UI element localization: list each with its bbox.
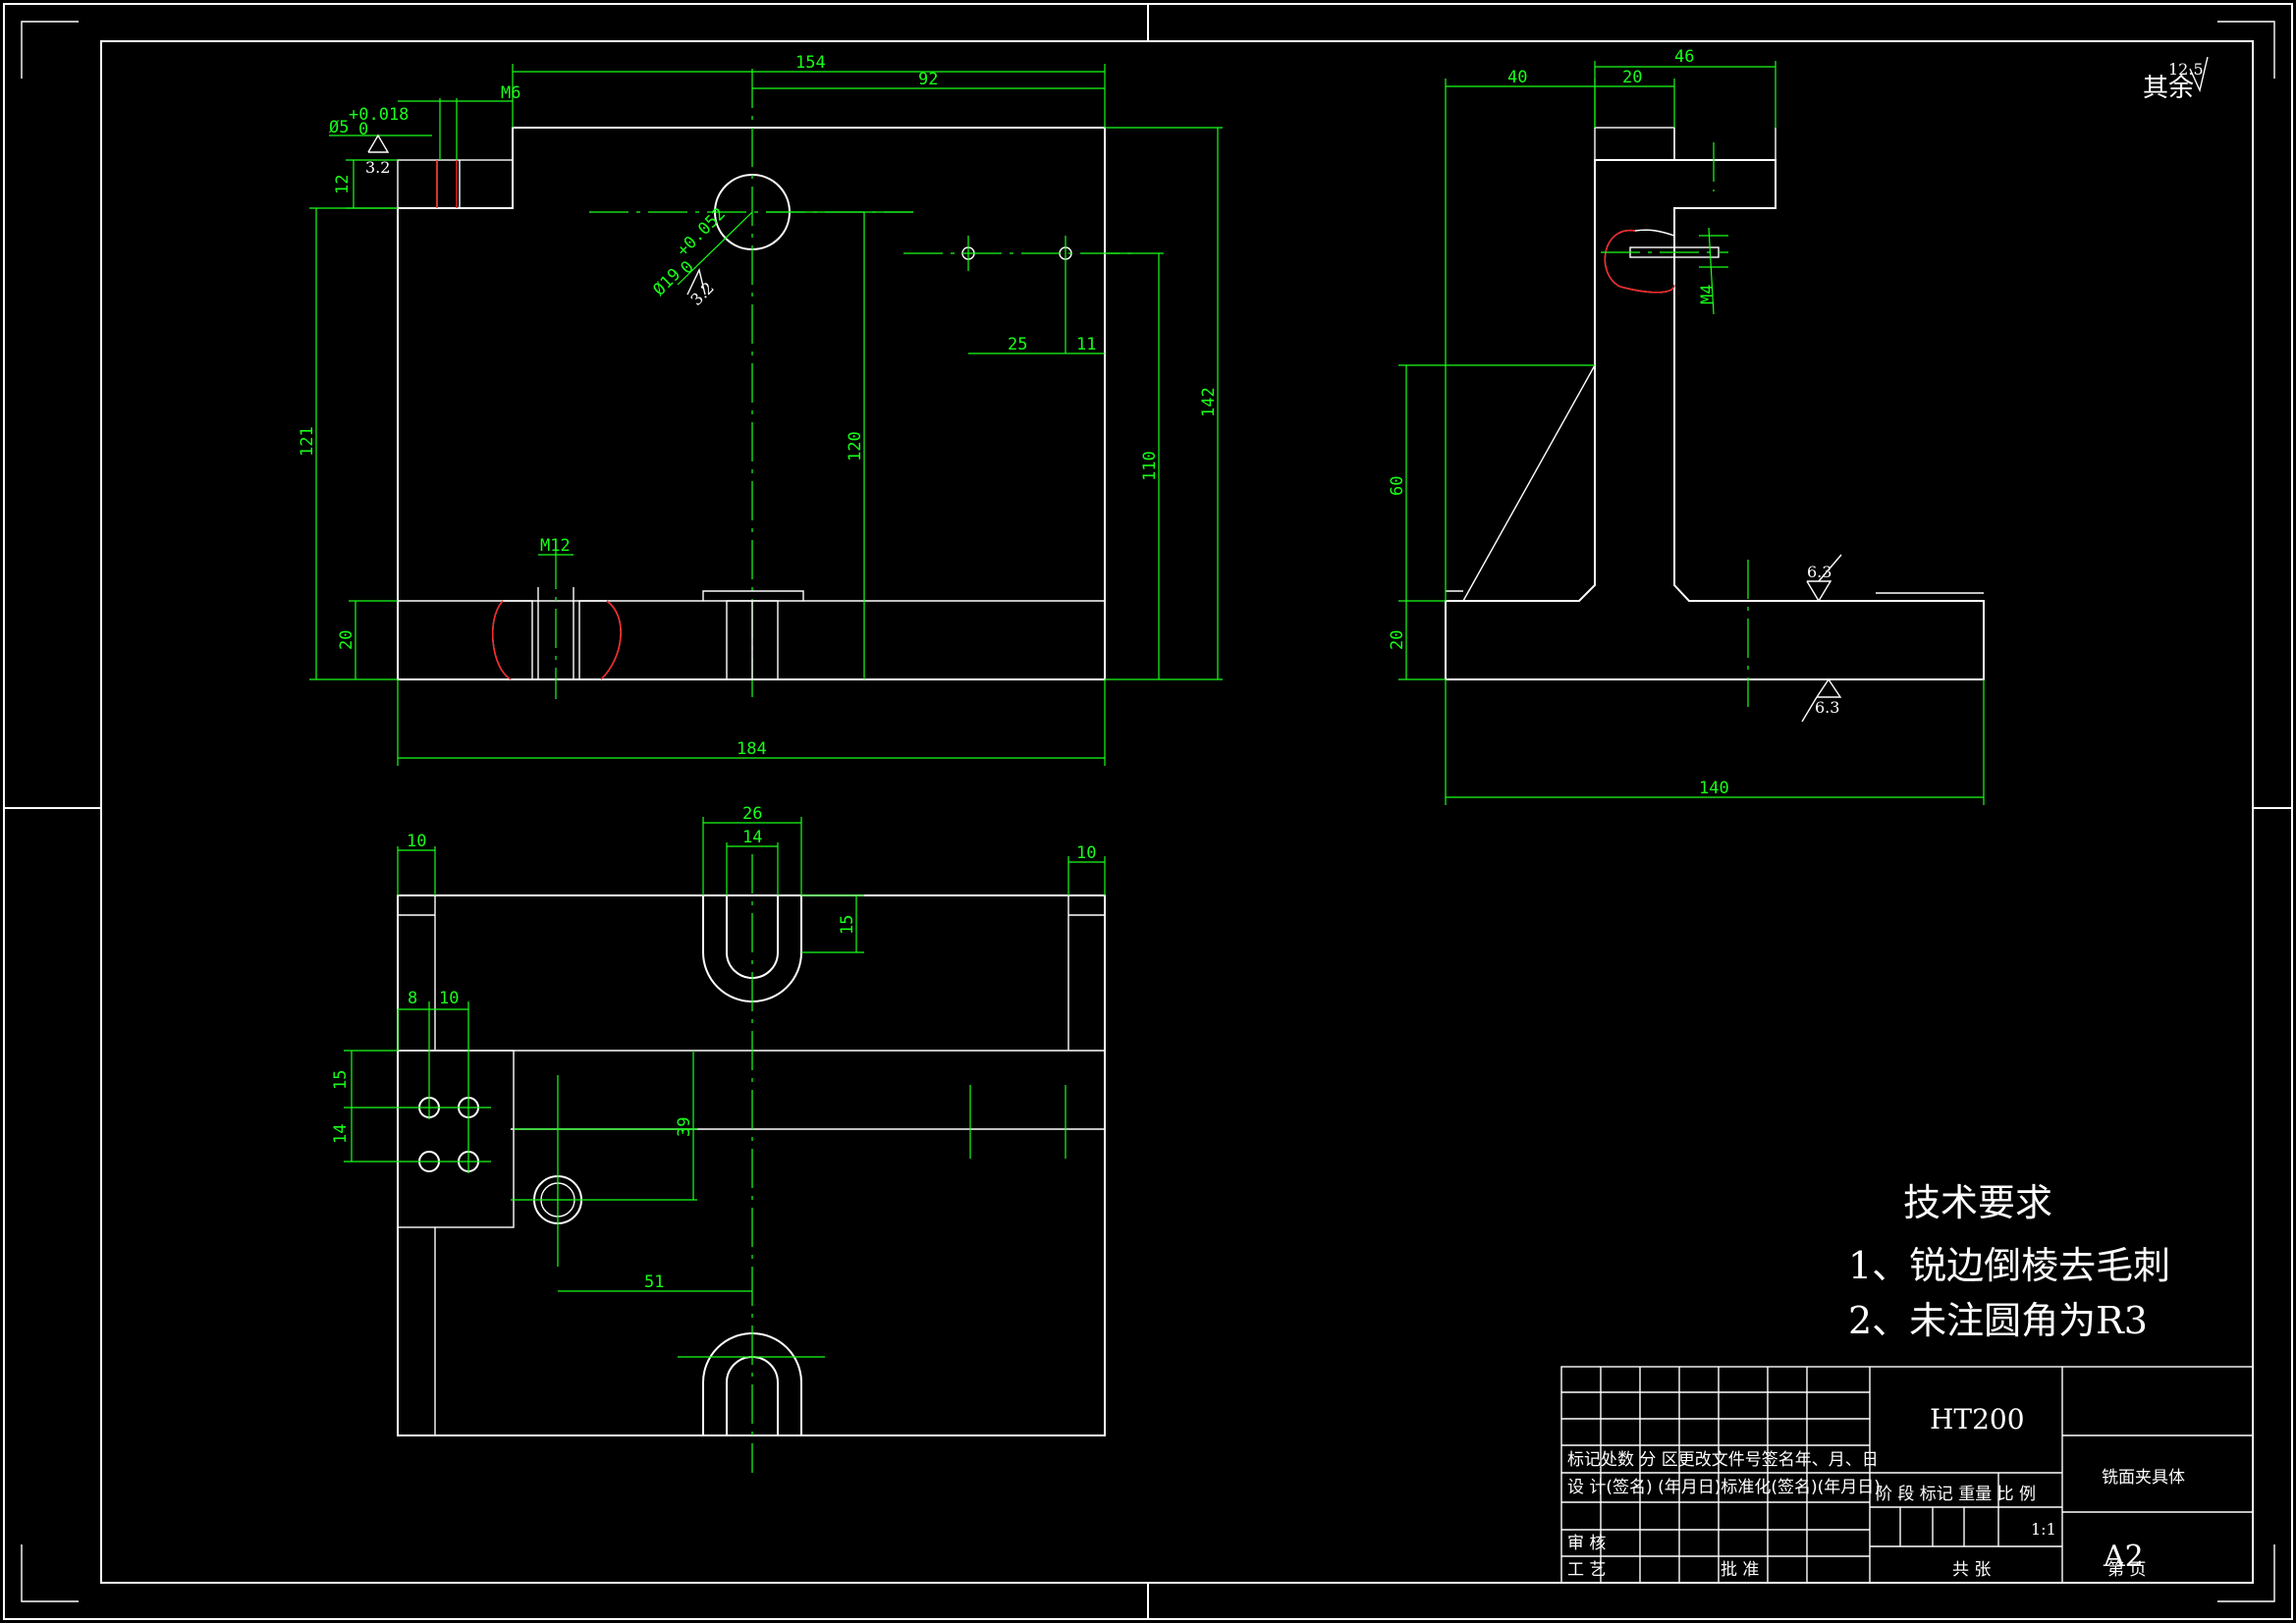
svg-text:0: 0 <box>358 120 368 139</box>
material-value: HT200 <box>1930 1403 2025 1435</box>
svg-text:154: 154 <box>795 53 826 73</box>
svg-text:10: 10 <box>407 832 426 851</box>
svg-text:14: 14 <box>742 828 762 847</box>
svg-text:142: 142 <box>1199 387 1219 417</box>
svg-text:Ø5: Ø5 <box>329 118 349 137</box>
svg-text:140: 140 <box>1699 779 1729 798</box>
svg-text:39: 39 <box>675 1117 694 1137</box>
svg-text:14: 14 <box>331 1124 351 1144</box>
part-name: 铣面夹具体 <box>2102 1468 2185 1488</box>
process-label: 工 艺 <box>1567 1560 1606 1580</box>
svg-text:Ø19: Ø19 <box>649 265 684 300</box>
svg-text:40: 40 <box>1507 68 1527 87</box>
front-view: 154 92 M6 Ø5 +0.018 0 3.2 12 121 Ø19 +0.… <box>298 53 1223 766</box>
svg-text:60: 60 <box>1388 476 1407 496</box>
svg-text:51: 51 <box>644 1272 664 1292</box>
title-block-row-headers: 标记处数 分 区更改文件号签名年、月、日 <box>1567 1450 1879 1470</box>
svg-text:+0.018: +0.018 <box>349 105 409 125</box>
scale-value: 1:1 <box>2031 1520 2056 1539</box>
svg-text:184: 184 <box>737 739 767 759</box>
sheet-number-label: 第 页 <box>2107 1560 2146 1580</box>
approve-label: 批 准 <box>1721 1560 1759 1580</box>
sheet-border <box>3 3 2293 1620</box>
tech-req-item-2: 2、未注圆角为R3 <box>1848 1299 2148 1342</box>
svg-text:M4: M4 <box>1698 285 1718 304</box>
svg-text:20: 20 <box>1622 68 1642 87</box>
svg-text:3.2: 3.2 <box>686 278 717 308</box>
svg-text:10: 10 <box>1076 843 1096 863</box>
top-view: 10 26 14 10 15 8 10 15 14 39 51 <box>331 804 1106 1473</box>
side-view: 40 20 46 M4 60 20 6.3 6.3 140 <box>1388 47 1985 805</box>
tech-req-item-1: 1、锐边倒棱去毛刺 <box>1848 1244 2170 1287</box>
sheet-size: A2 <box>2103 1540 2144 1574</box>
svg-text:12: 12 <box>333 175 353 194</box>
svg-text:6.3: 6.3 <box>1815 698 1839 717</box>
svg-text:15: 15 <box>331 1070 351 1090</box>
svg-text:20: 20 <box>337 630 356 650</box>
general-roughness-note: 其余 12.5 <box>2143 56 2209 103</box>
svg-text:120: 120 <box>846 431 865 461</box>
title-block-design-row: 设 计(签名) (年月日)标准化(签名)(年月日) <box>1567 1478 1881 1497</box>
svg-text:M6: M6 <box>501 83 520 103</box>
svg-text:12.5: 12.5 <box>2168 60 2204 79</box>
svg-text:8: 8 <box>408 989 417 1008</box>
svg-text:110: 110 <box>1140 451 1160 481</box>
title-block-stage-row: 阶 段 标记 重量 比 例 <box>1876 1485 2036 1504</box>
svg-text:10: 10 <box>439 989 459 1008</box>
svg-text:M12: M12 <box>540 536 571 556</box>
svg-text:20: 20 <box>1388 630 1407 650</box>
svg-text:121: 121 <box>298 426 317 457</box>
svg-text:11: 11 <box>1076 335 1096 354</box>
svg-text:46: 46 <box>1674 47 1694 67</box>
svg-text:92: 92 <box>918 70 938 89</box>
review-label: 审 核 <box>1567 1534 1606 1553</box>
title-block: HT200 铣面夹具体 A2 1:1 标记处数 分 区更改文件号签名年、月、日 … <box>1560 1366 2254 1584</box>
svg-text:15: 15 <box>838 915 857 935</box>
technical-requirements: 技术要求 1、锐边倒棱去毛刺 2、未注圆角为R3 <box>1848 1181 2170 1342</box>
svg-text:25: 25 <box>1008 335 1027 354</box>
svg-text:3.2: 3.2 <box>365 158 390 177</box>
svg-text:其余: 其余 <box>2143 74 2194 103</box>
svg-text:26: 26 <box>742 804 762 824</box>
tech-req-title: 技术要求 <box>1903 1181 2052 1224</box>
svg-text:6.3: 6.3 <box>1807 563 1831 581</box>
total-sheets-label: 共 张 <box>1952 1560 1991 1580</box>
